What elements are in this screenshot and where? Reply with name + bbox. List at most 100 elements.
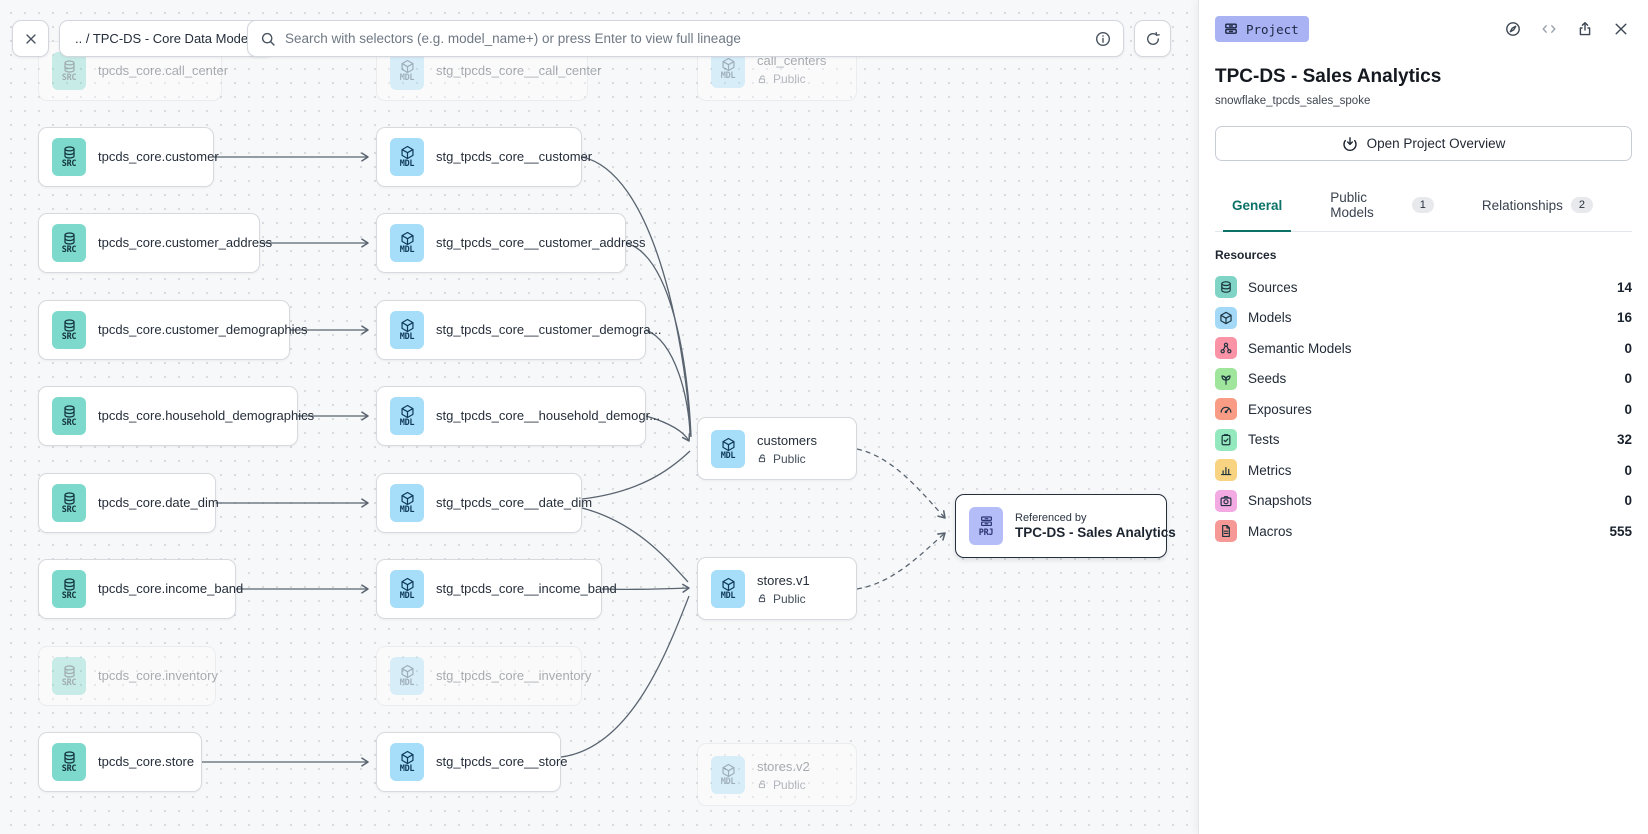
- node-text: stg_tpcds_core__household_demogr...: [436, 407, 660, 425]
- tab-count-badge: 1: [1411, 197, 1434, 213]
- node-title: stores.v2: [757, 758, 810, 774]
- lock-open-icon: [757, 593, 768, 604]
- database-icon: SRC: [52, 657, 86, 695]
- close-lineage-button[interactable]: [12, 20, 49, 57]
- search-bar: [247, 20, 1124, 57]
- close-panel-button[interactable]: [1610, 18, 1632, 40]
- node-text: tpcds_core.customer_demographics: [98, 321, 308, 339]
- seed-icon: [1215, 367, 1237, 390]
- node-title: stg_tpcds_core__household_demogr...: [436, 408, 661, 423]
- database-icon: SRC: [52, 311, 86, 349]
- resource-count: 0: [1624, 371, 1632, 387]
- node-title: stg_tpcds_core__customer: [436, 149, 593, 164]
- explore-compass-button[interactable]: [1502, 18, 1524, 40]
- referenced-project-title: TPC-DS - Sales Analytics: [1015, 525, 1176, 540]
- cube-icon: MDL: [390, 138, 424, 176]
- bar-chart-icon: [1215, 459, 1237, 482]
- cube-icon: MDL: [390, 224, 424, 262]
- archive-icon: [1223, 21, 1239, 37]
- node-text: stg_tpcds_core__store: [436, 753, 568, 771]
- edge: [856, 532, 946, 590]
- tab-count-badge: 2: [1570, 197, 1593, 213]
- resource-count: 32: [1616, 432, 1632, 448]
- resource-label: Semantic Models: [1248, 340, 1352, 356]
- database-icon: [1215, 276, 1237, 299]
- node-text: tpcds_core.inventory: [98, 667, 218, 685]
- lineage-node-src-customer-demographics[interactable]: SRC tpcds_core.customer_demographics: [38, 300, 308, 360]
- database-icon: SRC: [52, 224, 86, 262]
- database-icon: SRC: [52, 138, 86, 176]
- lineage-node-src-customer-address[interactable]: SRC tpcds_core.customer_address: [38, 213, 272, 273]
- node-title: tpcds_core.call_center: [98, 63, 229, 78]
- resource-label: Snapshots: [1248, 493, 1312, 509]
- tab-label: Relationships: [1481, 197, 1563, 213]
- breadcrumb[interactable]: .. / TPC-DS - Core Data Models: [59, 20, 274, 57]
- camera-icon: [1215, 489, 1237, 512]
- edge: [581, 450, 691, 500]
- edge: [856, 448, 946, 519]
- lineage-node-mdl-stg-income-band[interactable]: MDL stg_tpcds_core__income_band: [376, 559, 617, 619]
- resource-count: 0: [1624, 493, 1632, 509]
- page-title: TPC-DS - Sales Analytics: [1215, 66, 1442, 87]
- resource-count: 0: [1624, 340, 1632, 356]
- compass-icon: [1505, 21, 1521, 37]
- node-access-badge: Public: [757, 592, 810, 606]
- share-button[interactable]: [1574, 18, 1596, 40]
- resource-label: Seeds: [1248, 371, 1287, 387]
- resource-label: Models: [1248, 310, 1292, 326]
- info-icon[interactable]: [1095, 31, 1111, 47]
- view-code-button[interactable]: [1538, 18, 1560, 40]
- resource-count: 555: [1609, 523, 1632, 539]
- node-text: tpcds_core.customer_address: [98, 234, 272, 252]
- resource-label: Tests: [1248, 432, 1280, 448]
- resource-row-seeds: Seeds 0: [1215, 364, 1632, 395]
- lineage-node-src-inventory[interactable]: SRC tpcds_core.inventory: [38, 646, 218, 706]
- node-title: tpcds_core.customer_address: [98, 235, 273, 250]
- cube-icon: MDL: [390, 570, 424, 608]
- node-access-badge: Public: [757, 452, 817, 466]
- node-text: stg_tpcds_core__income_band: [436, 580, 617, 598]
- node-text: tpcds_core.call_center: [98, 62, 228, 80]
- tab-relationships[interactable]: Relationships 2: [1473, 182, 1602, 232]
- document-icon: [1215, 520, 1237, 543]
- resource-row-snapshots: Snapshots 0: [1215, 486, 1632, 517]
- node-text: tpcds_core.income_band: [98, 580, 243, 598]
- node-title: stg_tpcds_core__date_dim: [436, 495, 593, 510]
- node-title: tpcds_core.store: [98, 754, 195, 769]
- node-text: stg_tpcds_core__customer_address: [436, 234, 646, 252]
- lineage-node-mdl-stg-customer[interactable]: MDL stg_tpcds_core__customer: [376, 127, 592, 187]
- database-icon: SRC: [52, 52, 86, 90]
- tab-general[interactable]: General: [1223, 182, 1292, 232]
- lineage-node-mdl-stg-customer-address[interactable]: MDL stg_tpcds_core__customer_address: [376, 213, 646, 273]
- open-project-overview-button[interactable]: Open Project Overview: [1215, 126, 1632, 161]
- resource-count: 0: [1624, 462, 1632, 478]
- node-access-badge: Public: [757, 778, 810, 792]
- search-input[interactable]: [285, 31, 1086, 46]
- refresh-button[interactable]: [1134, 20, 1171, 57]
- lock-open-icon: [757, 453, 768, 464]
- resource-label: Macros: [1248, 523, 1293, 539]
